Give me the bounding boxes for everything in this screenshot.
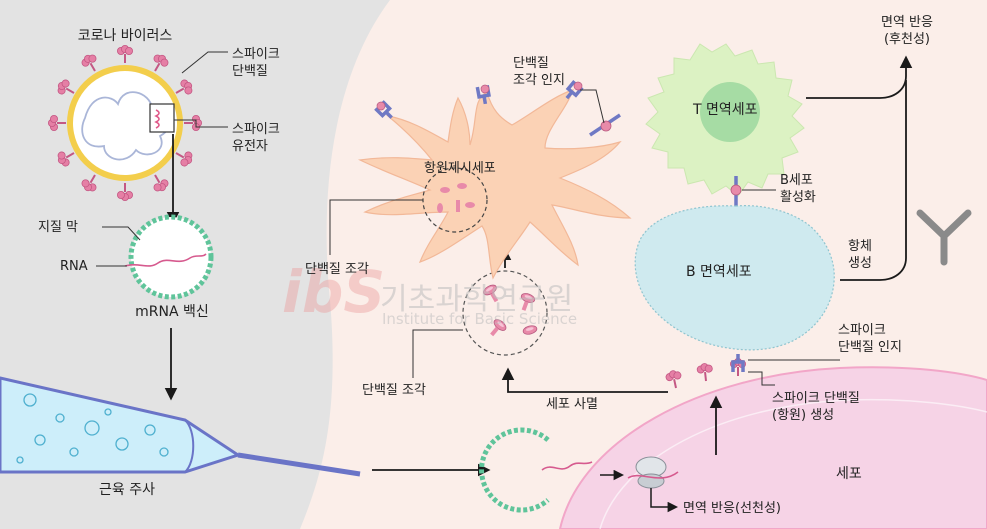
label-spike-gene: 스파이크 유전자 <box>232 121 280 155</box>
label-b-cell-activation: B세포 활성화 <box>780 172 816 206</box>
label-protein-fragment-recognition: 단백질 조각 인지 <box>513 55 565 89</box>
label-cell-death: 세포 사멸 <box>546 396 598 413</box>
label-rna: RNA <box>60 258 88 275</box>
label-protein-fragment-bottom: 단백질 조각 <box>362 382 426 399</box>
label-b-cell: B 면역세포 <box>686 264 752 281</box>
label-muscle-injection: 근육 주사 <box>82 482 172 499</box>
label-antibody-production: 항체 생성 <box>848 238 872 272</box>
label-antigen-presenting-cell: 항원제시세포 <box>424 160 496 177</box>
label-corona-virus: 코로나 바이러스 <box>60 28 190 45</box>
label-mrna-vaccine: mRNA 백신 <box>122 304 222 321</box>
label-t-cell: T 면역세포 <box>693 102 758 119</box>
label-protein-fragment-left: 단백질 조각 <box>305 261 369 278</box>
label-lipid-membrane: 지질 막 <box>38 219 78 236</box>
label-cell: 세포 <box>836 466 862 483</box>
label-spike-recognition: 스파이크 단백질 인지 <box>838 322 902 356</box>
label-immune-response-adaptive: 면역 반응 (후천성) <box>858 14 956 48</box>
label-spike-antigen-production: 스파이크 단백질 (항원) 생성 <box>772 390 860 424</box>
label-immune-response-innate: 면역 반응(선천성) <box>683 500 781 517</box>
label-spike-protein: 스파이크 단백질 <box>232 46 280 80</box>
spike-gene-box <box>150 104 174 132</box>
watermark-english: Institute for Basic Science <box>382 310 577 328</box>
